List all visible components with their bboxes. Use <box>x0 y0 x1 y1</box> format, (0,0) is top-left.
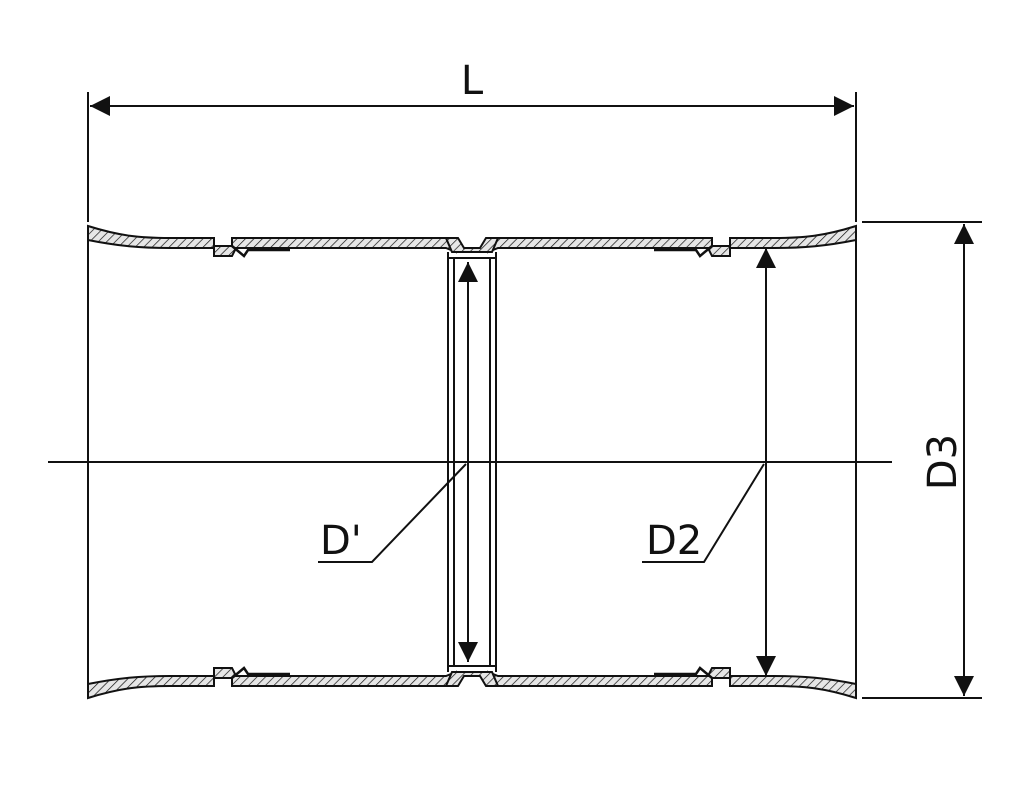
bottom-wall-right <box>487 667 857 700</box>
bottom-wall-left <box>87 667 457 700</box>
seal-ring-top-left <box>231 245 290 258</box>
seal-ring-bottom-right <box>654 666 713 679</box>
top-wall-right <box>487 224 857 257</box>
length-dimension: L <box>87 58 857 222</box>
coupling-body <box>87 224 857 700</box>
bottom-center-groove <box>444 671 500 687</box>
inner-diameter-label: D' <box>320 518 362 564</box>
outer-diameter-dimension: D3 <box>862 221 982 699</box>
top-center-groove <box>444 237 500 253</box>
socket-diameter-label: D2 <box>646 518 702 564</box>
socket-diameter-leader <box>642 463 765 563</box>
outer-diameter-label: D3 <box>920 434 966 490</box>
length-label: L <box>461 58 484 104</box>
seal-ring-top-right <box>654 245 713 258</box>
top-wall-left <box>87 224 457 257</box>
socket-diameter-dimension: D2 <box>642 248 776 676</box>
inner-diameter-dimension: D' <box>318 262 478 662</box>
seal-ring-bottom-left <box>231 666 290 679</box>
inner-diameter-leader <box>318 463 467 563</box>
